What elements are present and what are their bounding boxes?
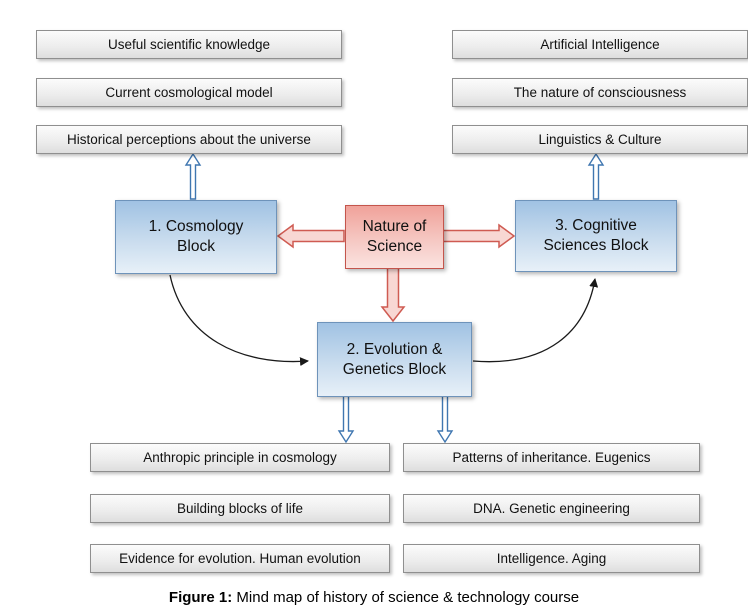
topic-label: DNA. Genetic engineering xyxy=(473,501,630,516)
topic-label: Evidence for evolution. Human evolution xyxy=(119,551,361,566)
topic-box-historical-perceptions: Historical perceptions about the univers… xyxy=(36,125,342,154)
block-label: Nature of Science xyxy=(362,218,427,255)
evolution-to-cognitive-curve-arrow xyxy=(472,278,599,363)
topic-box-artificial-intelligence: Artificial Intelligence xyxy=(452,30,748,59)
topic-box-linguistics-culture: Linguistics & Culture xyxy=(452,125,748,154)
center-to-cosmology-arrow xyxy=(276,223,345,249)
topic-box-useful-scientific-knowledge: Useful scientific knowledge xyxy=(36,30,342,59)
topic-box-intelligence-aging: Intelligence. Aging xyxy=(403,544,700,573)
topic-box-building-blocks-of-life: Building blocks of life xyxy=(90,494,390,523)
block-label: 1. Cosmology Block xyxy=(148,218,244,255)
center-to-evolution-arrow xyxy=(380,267,406,323)
cosmology-block: 1. Cosmology Block xyxy=(115,200,277,274)
topic-label: Linguistics & Culture xyxy=(538,132,662,147)
cosmology-to-topics-arrow xyxy=(184,152,202,200)
evolution-genetics-block: 2. Evolution & Genetics Block xyxy=(317,322,472,397)
topic-box-evidence-for-evolution: Evidence for evolution. Human evolution xyxy=(90,544,390,573)
block-label: 3. Cognitive Sciences Block xyxy=(543,217,649,254)
evolution-to-right-topics-arrow xyxy=(436,395,454,444)
topic-label: Building blocks of life xyxy=(176,501,304,516)
topic-box-patterns-of-inheritance: Patterns of inheritance. Eugenics xyxy=(403,443,700,472)
cosmology-to-evolution-curve-arrow xyxy=(169,274,309,367)
topic-box-nature-of-consciousness: The nature of consciousness xyxy=(452,78,748,107)
topic-label: Useful scientific knowledge xyxy=(107,37,271,52)
topic-label: Historical perceptions about the univers… xyxy=(67,132,311,147)
nature-of-science-block: Nature of Science xyxy=(345,205,444,269)
topic-label: Anthropic principle in cosmology xyxy=(143,450,337,465)
evolution-to-left-topics-arrow xyxy=(337,395,355,444)
figure-caption-prefix: Figure 1: xyxy=(168,589,233,606)
figure-caption: Figure 1: Mind map of history of science… xyxy=(0,589,748,606)
center-to-cognitive-arrow xyxy=(442,223,516,249)
topic-label: Current cosmological model xyxy=(105,85,273,100)
topic-box-anthropic-principle: Anthropic principle in cosmology xyxy=(90,443,390,472)
block-label: 2. Evolution & Genetics Block xyxy=(342,340,447,378)
topic-label: Artificial Intelligence xyxy=(540,37,660,52)
figure-caption-text: Mind map of history of science & technol… xyxy=(232,589,580,606)
topic-box-dna-genetic-engineering: DNA. Genetic engineering xyxy=(403,494,700,523)
cognitive-to-topics-arrow xyxy=(587,152,605,200)
topic-label: Intelligence. Aging xyxy=(496,551,607,566)
cognitive-sciences-block: 3. Cognitive Sciences Block xyxy=(515,200,677,272)
topic-box-current-cosmological-model: Current cosmological model xyxy=(36,78,342,107)
topic-label: Patterns of inheritance. Eugenics xyxy=(452,450,651,465)
topic-label: The nature of consciousness xyxy=(513,85,687,100)
